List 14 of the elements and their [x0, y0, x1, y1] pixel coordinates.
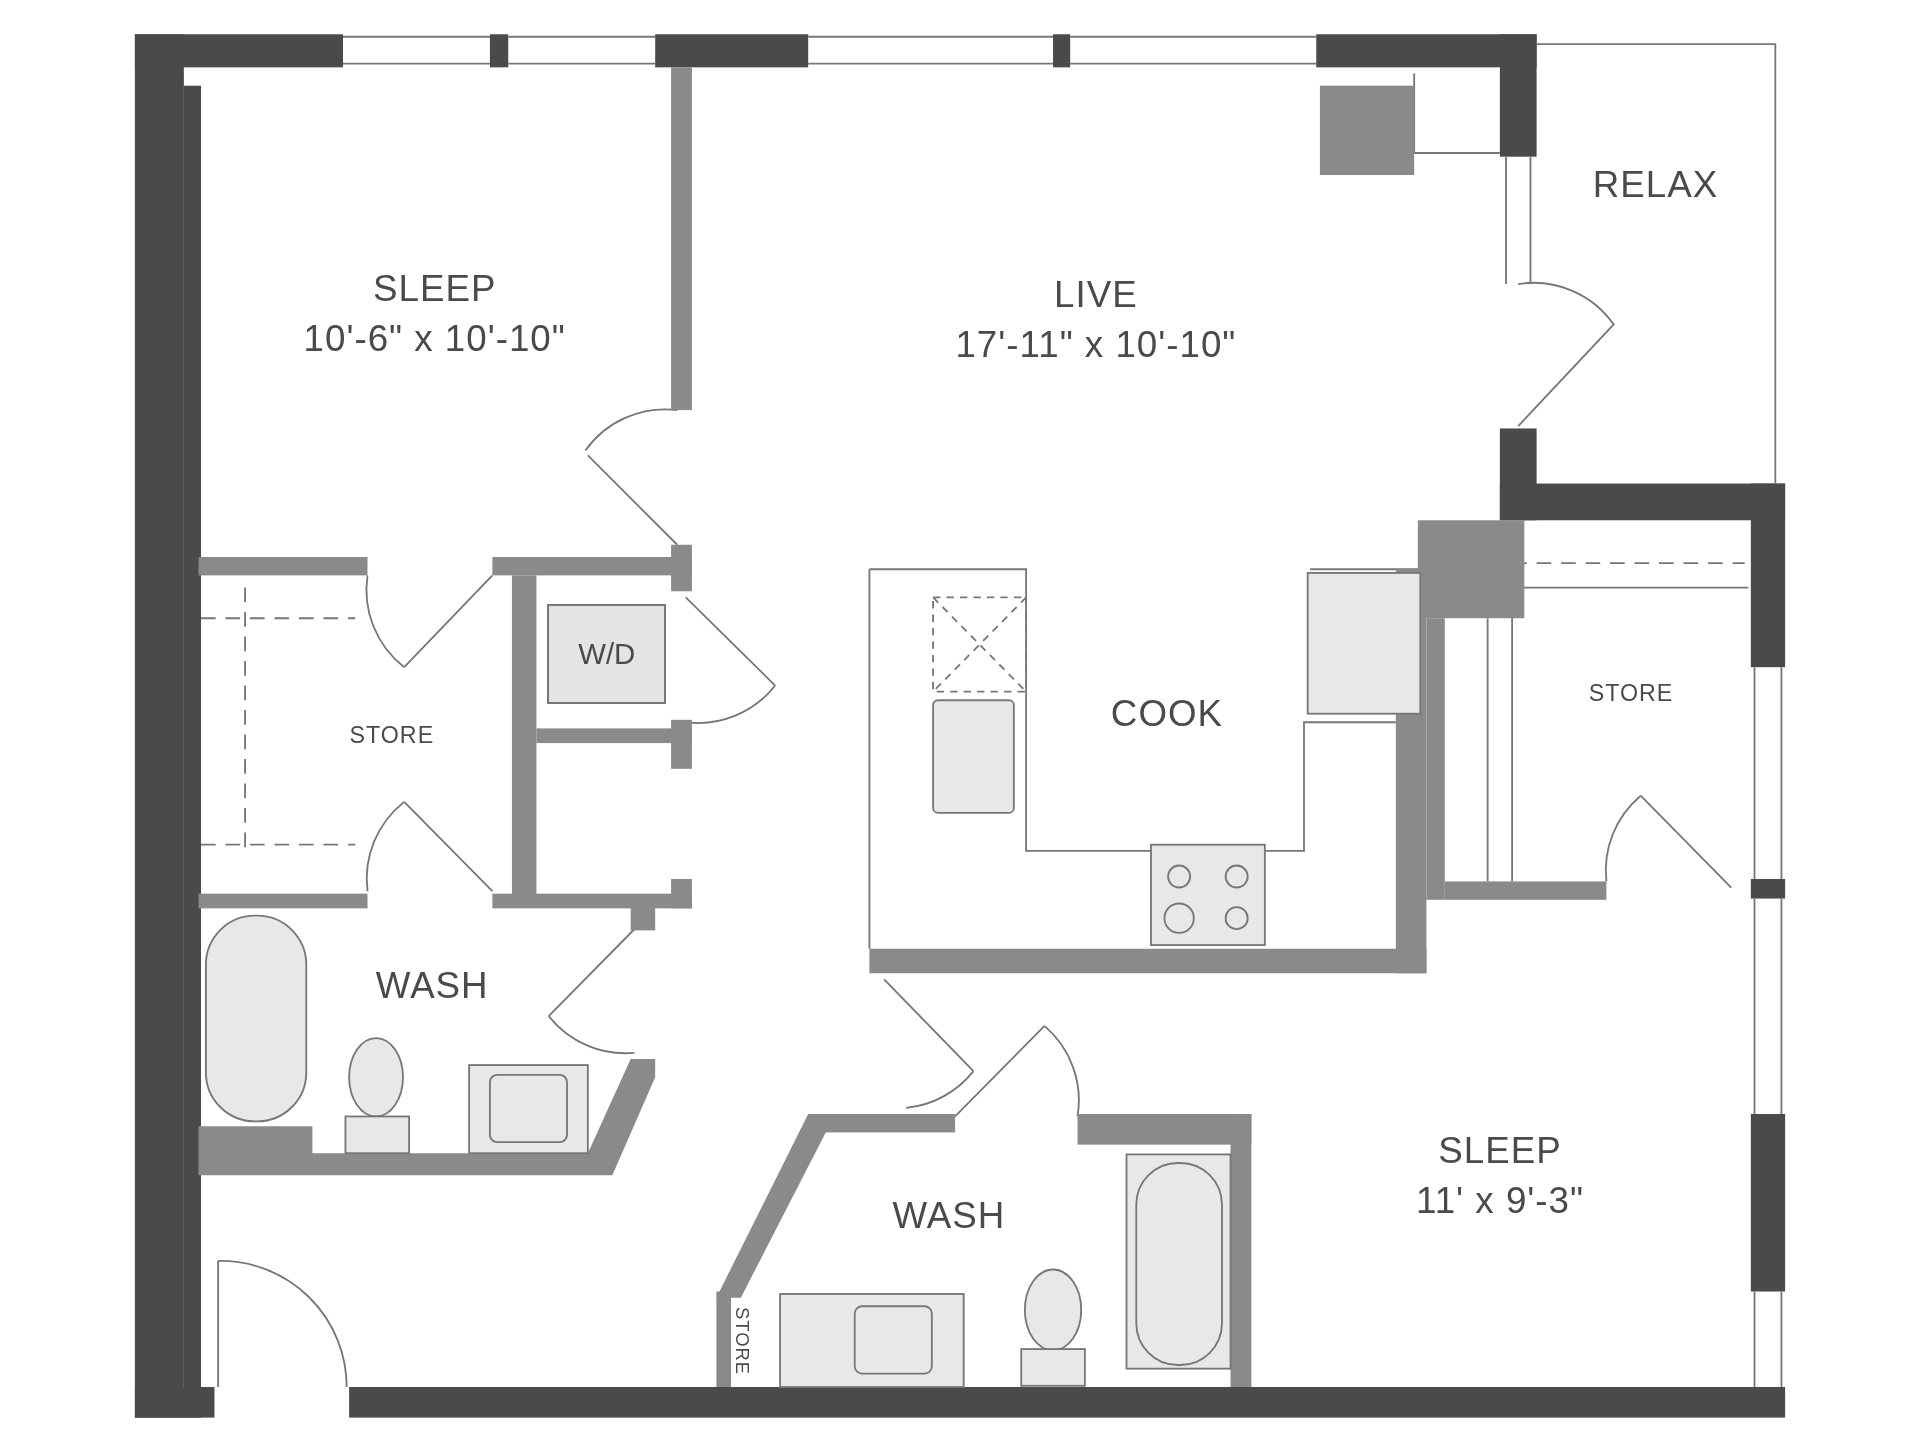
- room-label: COOK: [1110, 692, 1223, 735]
- room-label: STORE: [1588, 679, 1674, 707]
- room-label: SLEEP: [1438, 1130, 1562, 1172]
- room-label: RELAX: [1592, 163, 1719, 206]
- room-label: LIVE: [1054, 274, 1138, 317]
- room-label: STORE: [349, 721, 435, 749]
- room-dimension: 11' x 9'-3": [1416, 1180, 1584, 1223]
- appliance-box: W/D: [547, 603, 667, 705]
- room-label: SLEEP: [373, 267, 497, 310]
- room-dimension: 10'-6" x 10'-10": [303, 318, 566, 361]
- room-label: WASH: [892, 1194, 1006, 1237]
- room-label: WASH: [375, 964, 489, 1007]
- room-dimension: 17'-11" x 10'-10": [955, 324, 1237, 367]
- room-label: STORE: [731, 1306, 754, 1375]
